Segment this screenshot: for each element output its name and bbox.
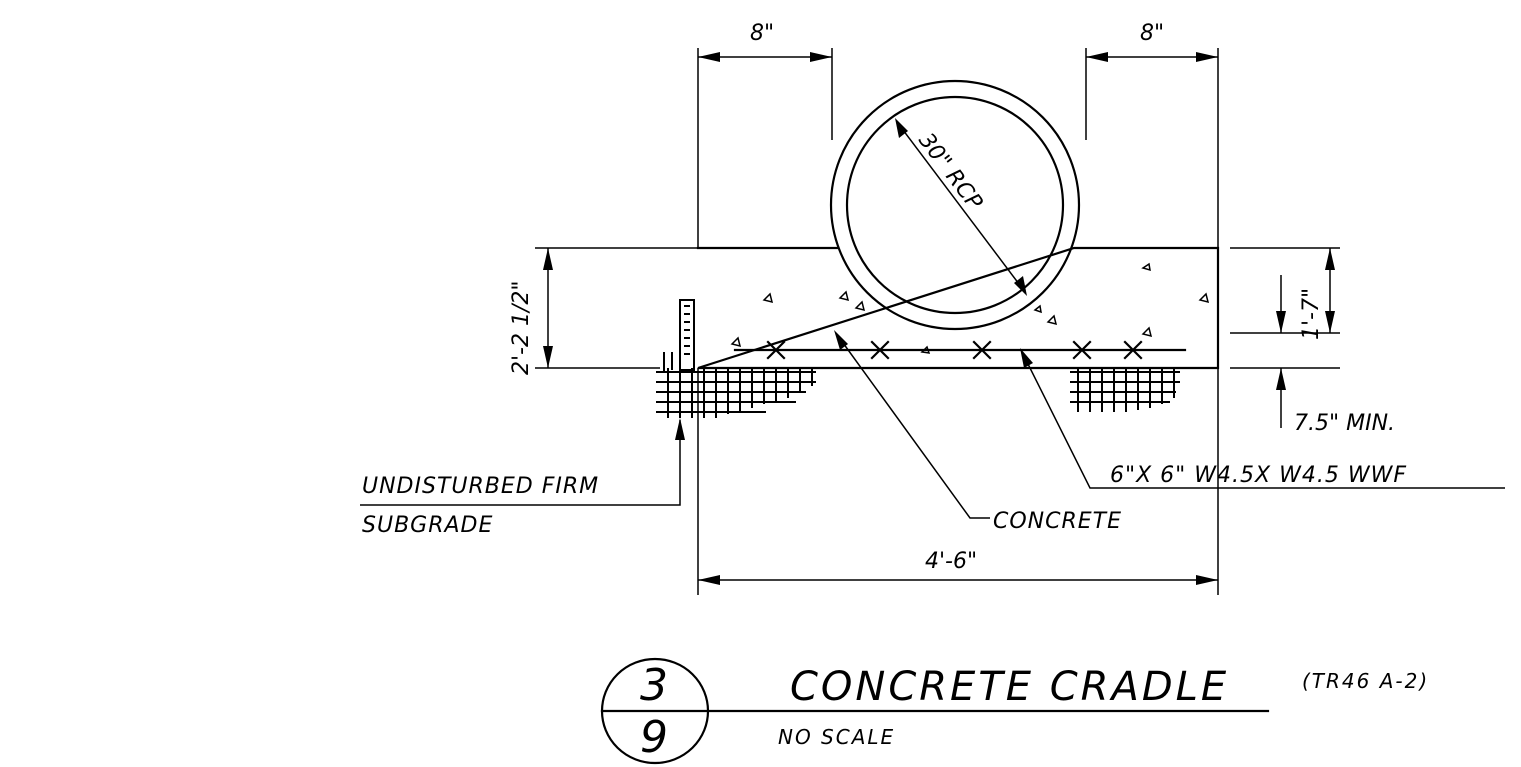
note-concrete: CONCRETE: [993, 509, 1122, 534]
pipe-diameter-leader: [895, 118, 1027, 296]
rcp-pipe: [829, 79, 1081, 331]
concrete-leader: [834, 330, 990, 519]
bottom-width-dimension: [697, 368, 1219, 595]
title-block: [600, 657, 1270, 765]
dim-pipe-diameter: 30" RCP: [913, 129, 987, 216]
wwf-reinforcement: [733, 340, 1187, 360]
dim-right-height: 1'-7": [1299, 288, 1324, 340]
subgrade-soil-hatch: [656, 299, 1180, 418]
dim-cradle-height: 2'-2 1/2": [509, 281, 534, 376]
reinforcement-cross-marks: [766, 340, 1143, 360]
dim-total-width: 4'-6": [925, 549, 977, 574]
concrete-aggregate-marks: [730, 262, 1210, 354]
detail-title: CONCRETE CRADLE: [790, 664, 1229, 710]
scale-note: NO SCALE: [778, 725, 895, 749]
detail-number: 3: [640, 660, 668, 711]
sheet-number: 9: [640, 712, 668, 763]
detail-reference: (TR46 A-2): [1302, 669, 1429, 693]
note-reinforcement: 6"X 6" W4.5X W4.5 WWF: [1110, 463, 1407, 488]
left-height-dimension: [535, 247, 698, 369]
dim-left-top-width: 8": [750, 21, 774, 46]
note-subgrade-line1: UNDISTURBED FIRM: [362, 474, 599, 499]
dim-min-cover: 7.5" MIN.: [1294, 411, 1395, 436]
wwf-leader: [1020, 348, 1505, 489]
right-height-dimension: [1230, 247, 1340, 428]
note-subgrade-line2: SUBGRADE: [362, 513, 493, 538]
dim-right-top-width: 8": [1140, 21, 1164, 46]
top-dimensions: [697, 48, 1219, 248]
subgrade-leader: [360, 418, 685, 506]
